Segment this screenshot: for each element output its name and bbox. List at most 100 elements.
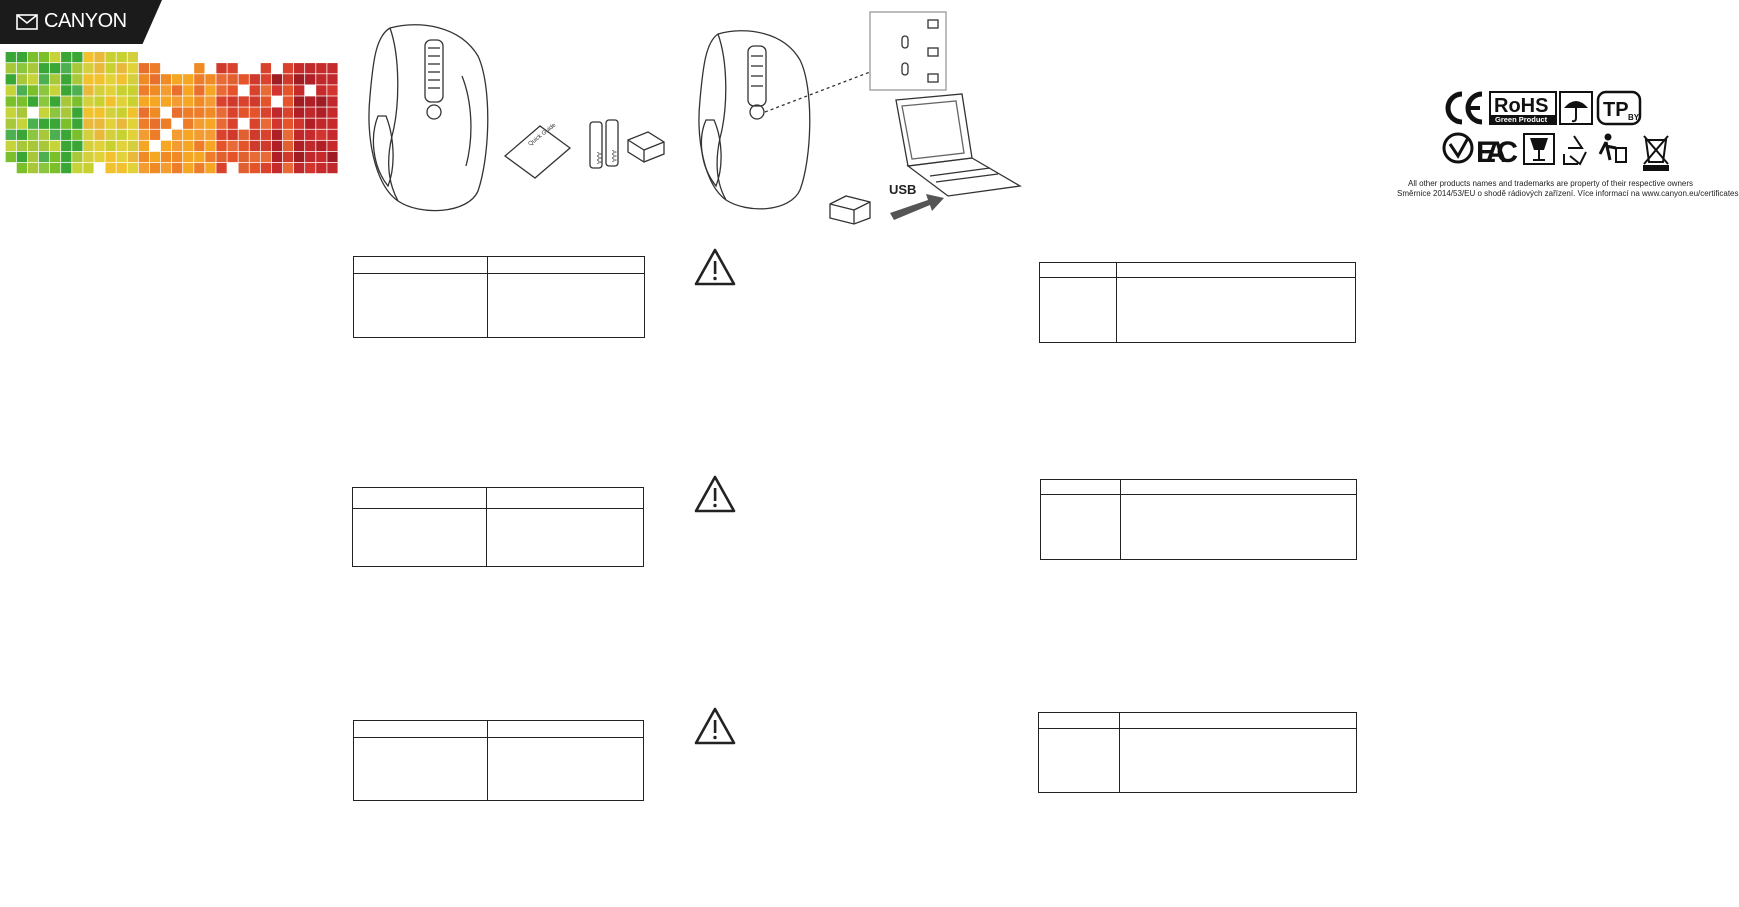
mosaic-tile: [205, 151, 216, 163]
mosaic-tile: [38, 74, 50, 85]
insert-arrow: [890, 194, 944, 220]
mosaic-tile: [149, 129, 161, 140]
mosaic-tile: [238, 140, 249, 152]
mosaic-tile: [61, 107, 72, 118]
mosaic-tile: [294, 118, 305, 129]
mosaic-tile: [205, 140, 216, 152]
mosaic-tile: [249, 107, 260, 118]
mosaic-tile: [5, 96, 16, 107]
mosaic-tile: [149, 74, 161, 85]
mosaic-tile: [127, 85, 138, 96]
mosaic-tile: [16, 129, 28, 140]
mosaic-tile: [227, 118, 238, 129]
mosaic-tile: [216, 129, 227, 140]
mosaic-tile: [116, 52, 127, 63]
mosaic-tile: [27, 129, 39, 140]
mosaic-tile: [83, 96, 94, 107]
mosaic-tile: [61, 129, 72, 140]
mosaic-tile: [249, 129, 260, 140]
mosaic-tile: [16, 96, 28, 107]
mosaic-tile: [72, 140, 83, 152]
mosaic-tile: [61, 63, 72, 74]
mosaic-tile: [94, 107, 105, 118]
mosaic-tile: [294, 85, 305, 96]
svg-text:TP: TP: [1603, 99, 1629, 121]
mosaic-tile: [282, 85, 294, 96]
mosaic-tile: [194, 140, 205, 152]
mosaic-tile: [50, 107, 61, 118]
mosaic-tile: [183, 129, 194, 140]
mosaic-tile: [38, 52, 50, 63]
mosaic-tile: [5, 107, 16, 118]
mosaic-tile: [282, 107, 294, 118]
mosaic-tile: [227, 74, 238, 85]
mosaic-tile: [194, 129, 205, 140]
mosaic-tile: [216, 140, 227, 152]
mouse-drawing: [698, 30, 871, 210]
mosaic-tile: [282, 129, 294, 140]
package-contents-illustration: Quick Guide AAA AAA: [368, 24, 665, 212]
spec-table-4: [1039, 262, 1356, 343]
mosaic-tile: [183, 85, 194, 96]
mosaic-tile: [27, 162, 39, 174]
mosaic-tile: [149, 96, 161, 107]
mosaic-tile: [172, 107, 183, 118]
mosaic-tile: [183, 74, 194, 85]
mosaic-tile: [294, 63, 305, 74]
svg-text:Green Product: Green Product: [1495, 115, 1548, 124]
mosaic-tile: [105, 96, 116, 107]
mosaic-tile: [316, 151, 327, 163]
mosaic-tile: [205, 107, 216, 118]
mosaic-tile: [172, 129, 183, 140]
mosaic-tile: [61, 85, 72, 96]
mosaic-tile: [172, 140, 183, 152]
rohs-icon: RoHS Green Product: [1489, 91, 1557, 125]
mosaic-tile: [194, 74, 205, 85]
mosaic-tile: [271, 151, 283, 163]
mosaic-tile: [61, 118, 72, 129]
mosaic-tile: [282, 151, 294, 163]
mosaic-tile: [172, 85, 183, 96]
mosaic-tile: [227, 107, 238, 118]
mosaic-tile: [327, 107, 338, 118]
mosaic-tile: [316, 118, 327, 129]
mosaic-tile: [127, 140, 138, 152]
mosaic-tile: [216, 151, 227, 163]
mosaic-tile: [216, 96, 227, 107]
mosaic-tile: [160, 96, 172, 107]
mosaic-tile: [27, 74, 39, 85]
mosaic-tile: [72, 52, 83, 63]
mosaic-tile: [238, 151, 249, 163]
mosaic-tile: [205, 96, 216, 107]
mosaic-tile: [83, 129, 94, 140]
mosaic-tile: [5, 129, 16, 140]
mosaic-tile: [271, 140, 283, 152]
mosaic-tile: [316, 74, 327, 85]
mosaic-tile: [72, 107, 83, 118]
mosaic-tile: [5, 118, 16, 129]
mosaic-tile: [16, 118, 28, 129]
mosaic-tile: [294, 162, 305, 174]
mosaic-tile: [194, 96, 205, 107]
mosaic-tile: [138, 129, 150, 140]
mosaic-tile: [116, 129, 127, 140]
svg-text:Quick Guide: Quick Guide: [528, 122, 558, 147]
mosaic-tile: [105, 118, 116, 129]
mosaic-tile: [316, 162, 327, 174]
mosaic-tile: [94, 74, 105, 85]
mosaic-tile: [216, 63, 227, 74]
mosaic-tile: [116, 96, 127, 107]
mosaic-tile: [294, 151, 305, 163]
mosaic-tile: [16, 52, 28, 63]
mosaic-tile: [138, 140, 150, 152]
mosaic-tile: [38, 118, 50, 129]
mosaic-tile: [294, 107, 305, 118]
mosaic-tile: [271, 74, 283, 85]
mosaic-tile: [194, 162, 205, 174]
mosaic-tile: [160, 140, 172, 152]
mosaic-tile: [149, 63, 161, 74]
mosaic-tile: [227, 85, 238, 96]
mosaic-tile: [16, 162, 28, 174]
mosaic-tile: [194, 63, 205, 74]
mosaic-tile: [27, 85, 39, 96]
